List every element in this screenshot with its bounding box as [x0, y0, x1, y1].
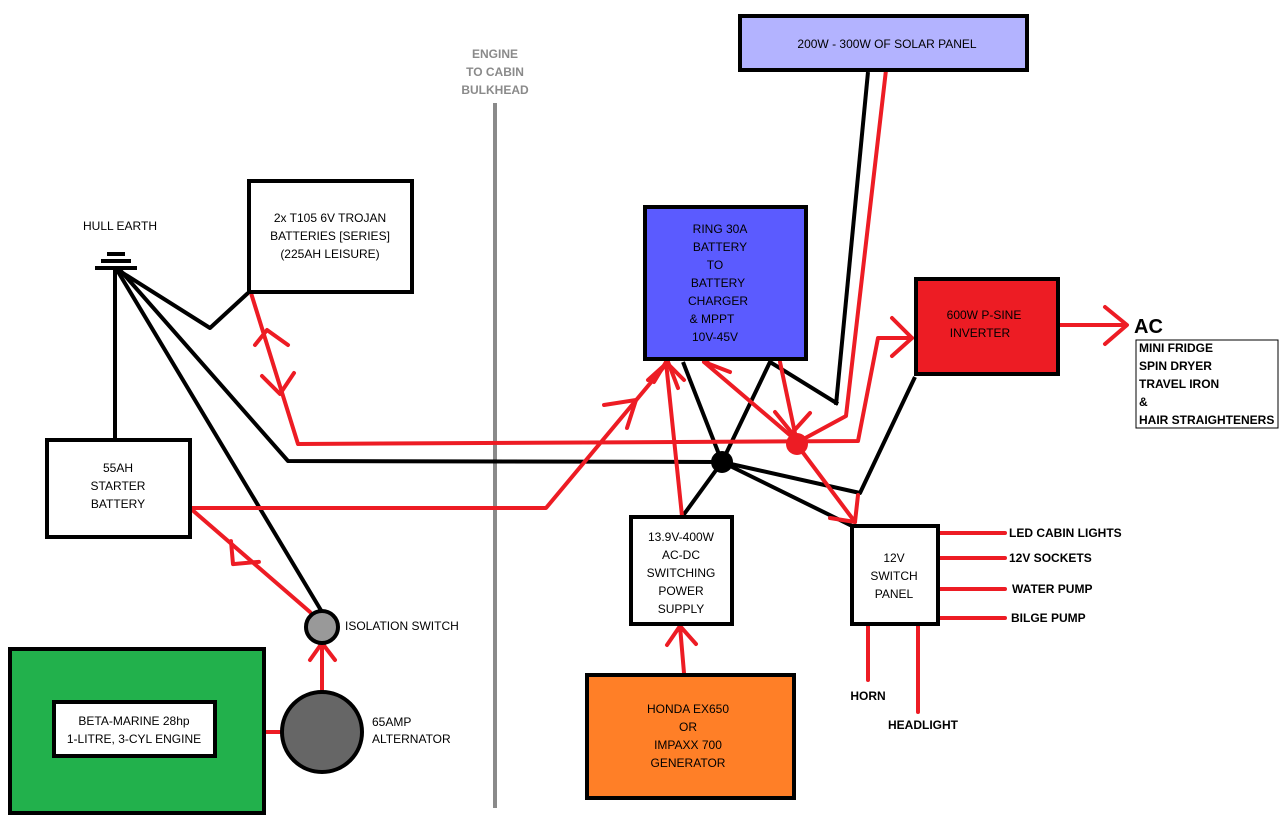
inverter-label-2: INVERTER [950, 326, 1011, 340]
inverter-label-1: 600W P-SINE [947, 308, 1022, 322]
charger-label-4: BATTERY [691, 276, 745, 290]
arrow-trojan-down [260, 371, 296, 396]
generator-label-2: OR [679, 720, 697, 734]
pos-charger-node [778, 360, 798, 440]
pos-node-charger [702, 360, 800, 444]
generator-label-4: GENERATOR [651, 756, 726, 770]
generator-label-3: IMPAXX 700 [654, 738, 722, 752]
ac-item-5: HAIR STRAIGHTENERS [1139, 413, 1274, 427]
pos-solar [796, 68, 888, 444]
alternator-label-1: 65AMP [372, 715, 411, 729]
neg-busbar-psu [680, 460, 724, 519]
psu-label-5: SUPPLY [658, 602, 704, 616]
switch-panel-box [850, 524, 940, 626]
ac-loads-box [1135, 339, 1279, 429]
pos-trojan-main [249, 291, 914, 446]
pos-starter-charger [188, 360, 670, 510]
arrow-node-down [773, 410, 812, 435]
pos-gen-psu [678, 624, 686, 675]
charger-label-6: & MPPT [690, 312, 735, 326]
alternator-label-2: ALTERNATOR [372, 732, 451, 746]
ac-item-4: & [1139, 395, 1148, 409]
trojan-label-3: (225AH LEISURE) [280, 247, 379, 261]
charger-label-2: BATTERY [693, 240, 747, 254]
charger-label-3: TO [707, 258, 723, 272]
hull-earth-label: HULL EARTH [83, 219, 157, 233]
engine-label-2: 1-LITRE, 3-CYL ENGINE [67, 732, 201, 746]
arrow-midline [602, 398, 638, 430]
positive-junction-node [786, 433, 808, 455]
psu-label-4: POWER [658, 584, 704, 598]
switch-label-3: PANEL [875, 587, 914, 601]
isolation-switch-label: ISOLATION SWITCH [345, 619, 459, 633]
output-headlight: HEADLIGHT [888, 718, 959, 732]
inverter-box [914, 277, 1060, 376]
starter-battery-box [45, 438, 192, 539]
negative-wires [113, 71, 917, 614]
arrow-ac [1103, 305, 1129, 346]
trojan-batteries-box [247, 179, 414, 294]
starter-label-3: BATTERY [91, 497, 145, 511]
bulkhead-label-3: BULKHEAD [461, 83, 529, 97]
generator-box [585, 673, 796, 800]
output-water-pump: WATER PUMP [1012, 582, 1092, 596]
arrow-switch [828, 493, 860, 524]
arrow-trojan-up [253, 328, 290, 347]
ac-label: AC [1134, 316, 1163, 338]
psu-label-3: SWITCHING [647, 566, 716, 580]
bulkhead-label-2: TO CABIN [466, 65, 524, 79]
isolation-switch-icon [304, 609, 340, 645]
neg-earth-isolation [115, 268, 324, 614]
switch-label-1: 12V [883, 551, 904, 565]
pos-node-switch [796, 444, 857, 524]
charger-label-1: RING 30A [693, 222, 748, 236]
arrow-charger-psu [652, 360, 686, 384]
output-12v-sockets: 12V SOCKETS [1009, 551, 1092, 565]
solar-panel-label: 200W - 300W OF SOLAR PANEL [797, 37, 976, 51]
ac-item-3: TRAVEL IRON [1139, 377, 1219, 391]
neg-solar [834, 71, 870, 406]
negative-busbar-node [711, 451, 733, 473]
arrow-heads [229, 305, 1129, 662]
starter-label-1: 55AH [103, 461, 133, 475]
trojan-label-1: 2x T105 6V TROJAN [274, 211, 386, 225]
neg-busbar-charger-l [681, 361, 724, 463]
solar-panel-box [738, 14, 1029, 72]
psu-box [629, 515, 734, 626]
hull-earth-icon [95, 252, 137, 270]
bulkhead-label-1: ENGINE [472, 47, 518, 61]
ac-item-1: MINI FRIDGE [1139, 341, 1213, 355]
neg-busbar-switch [721, 460, 853, 528]
engine-label-1: BETA-MARINE 28hp [78, 714, 189, 728]
trojan-label-2: BATTERIES [SERIES] [270, 229, 390, 243]
output-bilge-pump: BILGE PUMP [1011, 611, 1086, 625]
psu-label-1: 13.9V-400W [648, 530, 715, 544]
arrow-starter [229, 539, 261, 567]
pos-psu-charger [664, 360, 684, 518]
arrow-inverter [890, 316, 914, 358]
pos-isolation-starter [188, 506, 312, 614]
charger-label-7: 10V-45V [692, 330, 738, 344]
alternator-icon [280, 690, 364, 774]
charger-box [643, 205, 808, 361]
output-horn: HORN [850, 689, 885, 703]
charger-label-5: CHARGER [688, 294, 748, 308]
neg-earth-busbar [118, 268, 723, 464]
neg-busbar-inverter [721, 376, 917, 495]
engine-label-box [52, 700, 217, 758]
generator-label-1: HONDA EX650 [647, 702, 729, 716]
starter-label-2: STARTER [91, 479, 146, 493]
ac-item-2: SPIN DRYER [1139, 359, 1212, 373]
psu-label-2: AC-DC [662, 548, 700, 562]
output-led-cabin-lights: LED CABIN LIGHTS [1009, 526, 1122, 540]
neg-busbar-charger-r [720, 360, 840, 463]
switch-label-2: SWITCH [870, 569, 917, 583]
neg-earth-trojan [116, 268, 250, 330]
